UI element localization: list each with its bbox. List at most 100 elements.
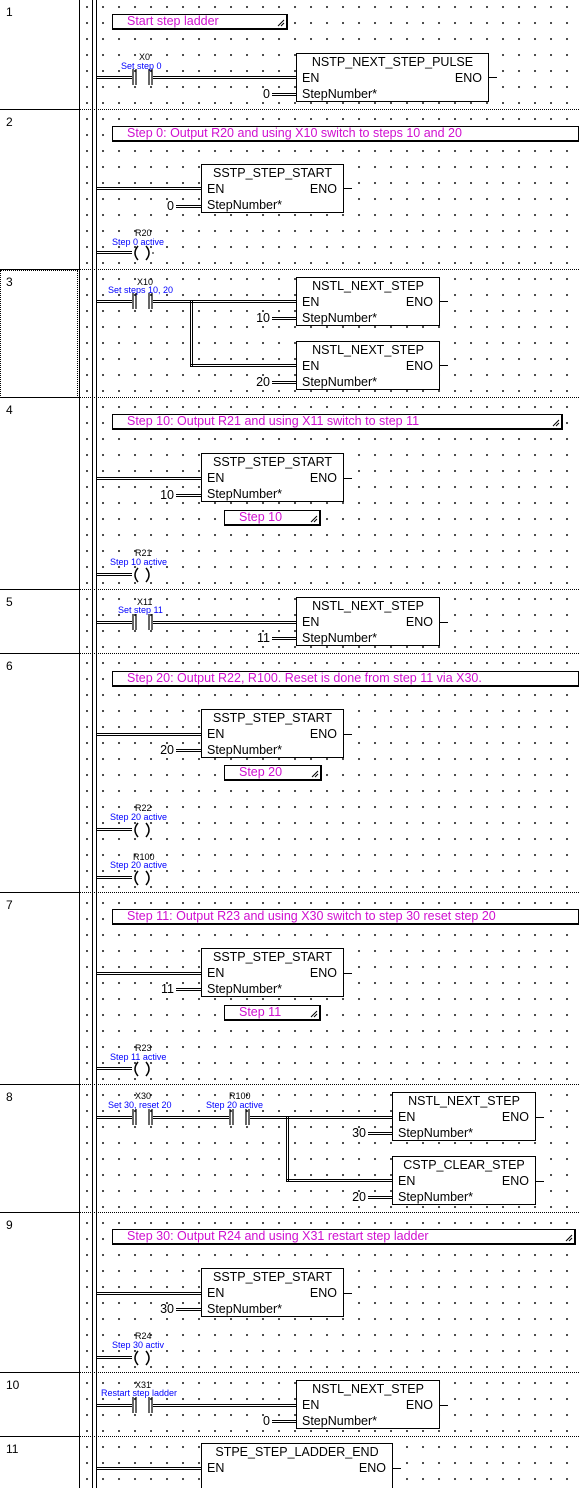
network-number: 11 (6, 1442, 19, 1456)
eno-pin: ENO (309, 182, 337, 196)
function-block-nstl-next-step[interactable]: NSTL_NEXT_STEP EN ENO StepNumber* (392, 1092, 536, 1141)
network-comment-text: Step 10: Output R21 and using X11 switch… (127, 414, 420, 428)
contact-comment: Restart step ladder (101, 1388, 178, 1398)
network-comment[interactable]: Step 20: Output R22, R100. Reset is done… (112, 671, 579, 687)
stepnumber-value[interactable]: 20 (352, 1190, 366, 1204)
network-4-cell[interactable] (0, 398, 78, 590)
network-6[interactable]: 6 Step 20: Output R22, R100. Reset is do… (0, 654, 579, 893)
network-number: 5 (6, 595, 13, 609)
branch-wire (286, 1116, 289, 1182)
normally-open-contact[interactable] (130, 69, 154, 85)
network-7[interactable]: 7 Step 11: Output R23 and using X30 swit… (0, 893, 579, 1085)
network-comment[interactable]: Step 11: Output R23 and using X30 switch… (112, 909, 579, 925)
network-9[interactable]: 9 Step 30: Output R24 and using X31 rest… (0, 1213, 579, 1373)
stepnumber-value[interactable]: 20 (256, 375, 270, 389)
output-coil[interactable] (130, 245, 154, 261)
wire (176, 205, 202, 208)
coil-comment: Step 30 activ (112, 1340, 165, 1350)
eno-pin: ENO (405, 615, 433, 629)
stepnumber-value[interactable]: 20 (160, 743, 174, 757)
function-block-nstl-next-step[interactable]: NSTL_NEXT_STEP EN ENO StepNumber* (296, 341, 440, 390)
eno-output-stub (440, 365, 448, 366)
left-power-rail (92, 0, 97, 1488)
function-block-cstp-clear-step[interactable]: CSTP_CLEAR_STEP EN ENO StepNumber* (392, 1156, 536, 1205)
stepnumber-pin: StepNumber* (302, 87, 378, 101)
stepnumber-value[interactable]: 0 (263, 87, 270, 101)
step-label[interactable]: Step 11 (224, 1005, 321, 1021)
network-3-cell-selected[interactable] (0, 270, 78, 398)
function-block-sstp-step-start[interactable]: SSTP_STEP_START EN ENO StepNumber* (201, 948, 344, 997)
network-4[interactable]: 4 Step 10: Output R21 and using X11 swit… (0, 398, 579, 590)
function-block-nstp-next-step-pulse[interactable]: NSTP_NEXT_STEP_PULSE EN ENO StepNumber* (296, 53, 489, 102)
normally-open-contact[interactable] (130, 293, 154, 309)
en-pin: EN (207, 1286, 225, 1300)
normally-open-contact[interactable] (130, 1109, 154, 1125)
resize-grip-icon[interactable] (311, 770, 319, 778)
network-2-cell[interactable] (0, 110, 78, 270)
coil-operand: R23 (135, 1043, 152, 1053)
function-block-nstl-next-step[interactable]: NSTL_NEXT_STEP EN ENO StepNumber* (296, 277, 440, 326)
network-6-cell[interactable] (0, 654, 78, 893)
output-coil[interactable] (130, 567, 154, 583)
function-block-sstp-step-start[interactable]: SSTP_STEP_START EN ENO StepNumber* (201, 1268, 344, 1317)
network-1[interactable]: 1 Start step ladder X0 Set step 0 NSTP_N… (0, 0, 579, 110)
block-name: SSTP_STEP_START (212, 950, 333, 964)
eno-pin: ENO (501, 1174, 529, 1188)
output-coil[interactable] (130, 1350, 154, 1366)
function-block-nstl-next-step[interactable]: NSTL_NEXT_STEP EN ENO StepNumber* (296, 597, 440, 646)
output-coil[interactable] (130, 1061, 154, 1077)
normally-open-contact[interactable] (227, 1109, 251, 1125)
network-5[interactable]: 5 X11 Set step 11 NSTL_NEXT_STEP EN ENO … (0, 590, 579, 654)
normally-open-contact[interactable] (130, 614, 154, 630)
step-label[interactable]: Step 10 (224, 510, 321, 526)
stepnumber-value[interactable]: 0 (167, 199, 174, 213)
function-block-sstp-step-start[interactable]: SSTP_STEP_START EN ENO StepNumber* (201, 453, 344, 502)
function-block-nstl-next-step[interactable]: NSTL_NEXT_STEP EN ENO StepNumber* (296, 1380, 440, 1429)
step-label[interactable]: Step 20 (224, 765, 322, 781)
network-number: 3 (6, 275, 13, 289)
network-3[interactable]: 3 X10 Set steps 10, 20 NSTL_NEXT_STEP EN… (0, 270, 579, 398)
network-7-cell[interactable] (0, 893, 78, 1085)
stepnumber-value[interactable]: 30 (352, 1126, 366, 1140)
stepnumber-value[interactable]: 11 (257, 631, 270, 645)
network-2[interactable]: 2 Step 0: Output R20 and using X10 switc… (0, 110, 579, 270)
wire (272, 317, 297, 320)
network-8[interactable]: 8 X30 Set 30, reset 20 R100 Step 20 acti… (0, 1085, 579, 1213)
function-block-sstp-step-start[interactable]: SSTP_STEP_START EN ENO StepNumber* (201, 709, 344, 758)
network-comment[interactable]: Step 0: Output R20 and using X10 switch … (112, 126, 579, 142)
wire (272, 637, 297, 640)
output-coil[interactable] (130, 870, 154, 886)
network-comment[interactable]: Step 10: Output R21 and using X11 switch… (112, 414, 563, 430)
wire (97, 621, 132, 624)
network-separator (0, 1372, 79, 1373)
stepnumber-value[interactable]: 30 (160, 1302, 174, 1316)
resize-grip-icon[interactable] (310, 515, 318, 523)
network-separator (0, 397, 79, 398)
function-block-sstp-step-start[interactable]: SSTP_STEP_START EN ENO StepNumber* (201, 164, 344, 213)
resize-grip-icon[interactable] (565, 1234, 573, 1242)
network-comment[interactable]: Start step ladder (112, 14, 288, 30)
network-8-cell[interactable] (0, 1085, 78, 1213)
network-separator-dotted (79, 397, 579, 398)
normally-open-contact[interactable] (130, 1397, 154, 1413)
wire (97, 1292, 202, 1295)
network-number: 4 (6, 403, 13, 417)
en-pin: EN (302, 71, 320, 85)
network-10[interactable]: 10 X31 Restart step ladder NSTL_NEXT_STE… (0, 1373, 579, 1437)
network-9-cell[interactable] (0, 1213, 78, 1373)
resize-grip-icon[interactable] (310, 1010, 318, 1018)
coil-operand: R24 (135, 1331, 152, 1341)
network-comment[interactable]: Step 30: Output R24 and using X31 restar… (112, 1229, 576, 1245)
stepnumber-pin: StepNumber* (302, 1414, 378, 1428)
stepnumber-value[interactable]: 10 (160, 488, 174, 502)
stepnumber-value[interactable]: 11 (161, 982, 174, 996)
stepnumber-value[interactable]: 10 (256, 311, 270, 325)
stepnumber-value[interactable]: 0 (263, 1414, 270, 1428)
network-comment-text: Start step ladder (127, 14, 219, 28)
resize-grip-icon[interactable] (277, 19, 285, 27)
function-block-stpe-step-ladder-end[interactable]: STPE_STEP_LADDER_END EN ENO (201, 1443, 393, 1488)
resize-grip-icon[interactable] (552, 419, 560, 427)
wire (97, 828, 132, 831)
output-coil[interactable] (130, 822, 154, 838)
network-11[interactable]: 11 STPE_STEP_LADDER_END EN ENO (0, 1437, 579, 1488)
